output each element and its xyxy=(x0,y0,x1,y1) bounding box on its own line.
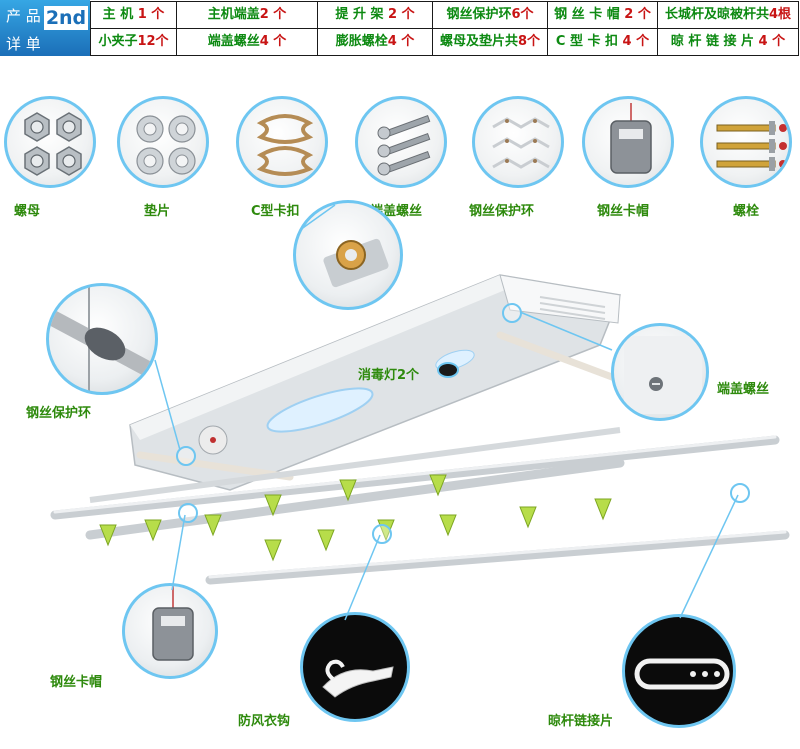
end-cap-icon xyxy=(624,336,702,414)
wire-guard-icon xyxy=(492,117,550,169)
table-cell: 主 机 1 个 xyxy=(91,2,177,29)
table-cell: 长城杆及晾被杆共4根 xyxy=(658,2,798,29)
washer-icon xyxy=(136,115,196,175)
brand-line-2: 详 单 xyxy=(6,35,41,53)
clothes-clip-icon xyxy=(322,659,394,698)
wire-cap-bubble xyxy=(582,96,674,188)
c-clip-bubble xyxy=(236,96,328,188)
ring-marker xyxy=(502,303,522,323)
parts-list-header: 产 品 2nd 详 单 主 机 1 个 主机端盖2 个 提 升 架 2 个 钢丝… xyxy=(0,0,800,60)
part-label-washer: 垫片 xyxy=(144,204,171,219)
wire-cap-detail-icon xyxy=(152,586,194,661)
table-cell: 端盖螺丝4 个 xyxy=(177,29,318,56)
callout-label-wire-cap: 钢丝卡帽 xyxy=(50,675,103,690)
table-cell: 晾 杆 链 接 片 4 个 xyxy=(670,34,786,49)
brand-badge: 2nd xyxy=(44,6,88,30)
table-cell: 螺母及垫片共8个 xyxy=(433,29,548,56)
callout-label-guard-ring: 钢丝保护环 xyxy=(26,406,92,421)
link-plate-detail-callout xyxy=(622,614,736,728)
table-cell: 钢 丝 卡 帽 2 个 xyxy=(548,2,658,29)
end-cap-screw-bubble xyxy=(355,96,447,188)
washer-bubble xyxy=(117,96,209,188)
brand-block: 产 品 2nd 详 单 xyxy=(0,0,90,56)
ring-marker xyxy=(730,483,750,503)
screw-icon xyxy=(377,115,431,176)
callout-label-end-screw: 端盖螺丝 xyxy=(717,382,770,397)
part-label-bolt: 螺栓 xyxy=(733,204,760,219)
expansion-bolt-icon xyxy=(716,121,787,171)
nut-bubble xyxy=(4,96,96,188)
bolt-bubble xyxy=(700,96,792,188)
table-cell: 提 升 架 2 个 xyxy=(318,2,433,29)
part-label-c-clip: C型卡扣 xyxy=(251,204,300,219)
ring-marker xyxy=(178,503,198,523)
callout-label-clip: 防风衣钩 xyxy=(238,714,291,729)
guard-ring-detail-callout xyxy=(46,283,158,395)
uv-lamp-marker xyxy=(437,362,459,378)
part-label-wire-guard-ring: 钢丝保护环 xyxy=(469,204,535,219)
ring-marker xyxy=(176,446,196,466)
clip-detail-callout xyxy=(300,612,410,722)
end-cap-screw-detail-callout xyxy=(611,323,709,421)
threaded-insert-icon xyxy=(323,238,389,288)
table-cell: 主机端盖2 个 xyxy=(177,2,318,29)
part-label-nut: 螺母 xyxy=(14,204,41,219)
brand-line-1: 产 品 xyxy=(6,7,41,25)
callout-label-uv-lamp: 消毒灯2个 xyxy=(358,368,420,383)
table-cell: 膨胀螺栓4 个 xyxy=(318,29,433,56)
link-plate-icon xyxy=(634,658,730,690)
c-clip-icon xyxy=(256,114,314,176)
parts-table: 主 机 1 个 主机端盖2 个 提 升 架 2 个 钢丝保护环6个 钢 丝 卡 … xyxy=(90,1,799,56)
callout-label-link-plate: 晾杆链接片 xyxy=(548,714,614,729)
ring-marker xyxy=(372,524,392,544)
table-cell: C 型 卡 扣 4 个 xyxy=(548,29,658,56)
hex-nut-icon xyxy=(24,112,82,176)
wire-guard-ring-bubble xyxy=(472,96,564,188)
guard-ring-icon xyxy=(49,286,155,392)
table-cell: 钢丝保护环6个 xyxy=(433,2,548,29)
wire-cap-detail-callout xyxy=(122,583,218,679)
part-label-wire-cap: 钢丝卡帽 xyxy=(597,204,650,219)
end-screw-detail-callout xyxy=(293,200,403,310)
table-cell: 小夹子12个 xyxy=(91,29,177,56)
wire-cap-icon xyxy=(610,103,652,174)
